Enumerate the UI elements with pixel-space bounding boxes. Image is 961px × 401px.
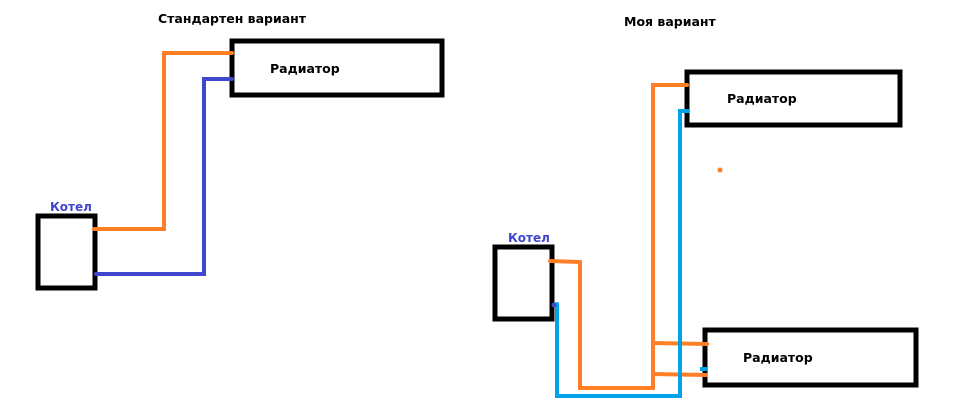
mine-radiator-bottom-label: Радиатор	[743, 350, 813, 365]
stray-dot	[717, 167, 723, 173]
mine-radiator-top-label: Радиатор	[727, 91, 797, 106]
mine-supply-main	[548, 83, 689, 390]
standard-boiler-label: Котел	[50, 200, 92, 214]
mine-boiler-return-joint	[551, 302, 557, 308]
mine-radiator-top	[684, 69, 903, 128]
standard-return-pipe	[94, 77, 234, 276]
mine-boiler-label: Котел	[508, 231, 550, 245]
standard-supply-pipe	[92, 51, 234, 231]
standard-radiator-label: Радиатор	[270, 61, 340, 76]
mine-radiator-bottom	[702, 327, 919, 388]
mine-return-pipe	[555, 109, 690, 398]
mine-title: Моя вариант	[624, 14, 717, 29]
standard-title: Стандартен вариант	[158, 11, 307, 26]
mine-boiler	[492, 244, 555, 322]
standard-radiator	[229, 38, 445, 98]
standard-boiler	[35, 213, 98, 291]
